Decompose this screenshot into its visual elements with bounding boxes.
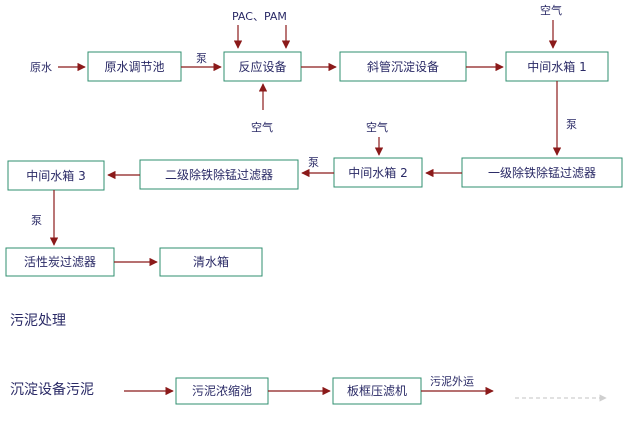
intermediate-tank-1-label: 中间水箱 1 <box>527 59 586 74</box>
pump-3-label: 泵 <box>308 156 319 169</box>
air-bottom-label: 空气 <box>251 120 273 134</box>
air-middle-label: 空气 <box>366 120 388 134</box>
raw-water-label: 原水 <box>30 61 52 74</box>
intermediate-tank-2-box: 中间水箱 2 <box>333 157 423 188</box>
sludge-output-label: 污泥外运 <box>430 375 474 388</box>
secondary-iron-manganese-filter-label: 二级除铁除锰过滤器 <box>165 167 273 182</box>
intermediate-tank-2-label: 中间水箱 2 <box>348 165 407 180</box>
primary-iron-manganese-filter-label: 一级除铁除锰过滤器 <box>488 165 596 180</box>
sludge-thickening-tank-label: 污泥浓缩池 <box>192 383 252 398</box>
clear-water-tank-label: 清水箱 <box>193 254 229 269</box>
reaction-equipment-label: 反应设备 <box>238 59 286 74</box>
intermediate-tank-3-box: 中间水箱 3 <box>7 160 105 191</box>
intermediate-tank-3-label: 中间水箱 3 <box>26 168 85 183</box>
sludge-thickening-tank-box: 污泥浓缩池 <box>175 377 269 405</box>
pump-2-label: 泵 <box>566 118 577 131</box>
sludge-section-title: 污泥处理 <box>10 313 66 329</box>
regulating-tank-label: 原水调节池 <box>104 60 164 74</box>
inclined-tube-settler-box: 斜管沉淀设备 <box>339 51 467 82</box>
filter-press-label: 板框压滤机 <box>347 384 407 398</box>
filter-press-box: 板框压滤机 <box>332 377 422 405</box>
sludge-source-label: 沉淀设备污泥 <box>10 381 94 398</box>
reaction-equipment-box: 反应设备 <box>223 51 302 82</box>
pump-1-label: 泵 <box>196 52 207 65</box>
secondary-iron-manganese-filter-box: 二级除铁除锰过滤器 <box>139 159 299 190</box>
activated-carbon-filter-label: 活性炭过滤器 <box>24 255 96 269</box>
activated-carbon-filter-box: 活性炭过滤器 <box>5 247 115 277</box>
clear-water-tank-box: 清水箱 <box>159 247 263 277</box>
intermediate-tank-1-box: 中间水箱 1 <box>505 51 609 82</box>
inclined-tube-settler-label: 斜管沉淀设备 <box>367 59 439 74</box>
pump-4-label: 泵 <box>31 214 42 227</box>
chemicals-label: PAC、PAM <box>232 10 287 23</box>
regulating-tank-box: 原水调节池 <box>87 51 182 82</box>
air-top-right-label: 空气 <box>540 3 562 17</box>
primary-iron-manganese-filter-box: 一级除铁除锰过滤器 <box>461 157 623 188</box>
